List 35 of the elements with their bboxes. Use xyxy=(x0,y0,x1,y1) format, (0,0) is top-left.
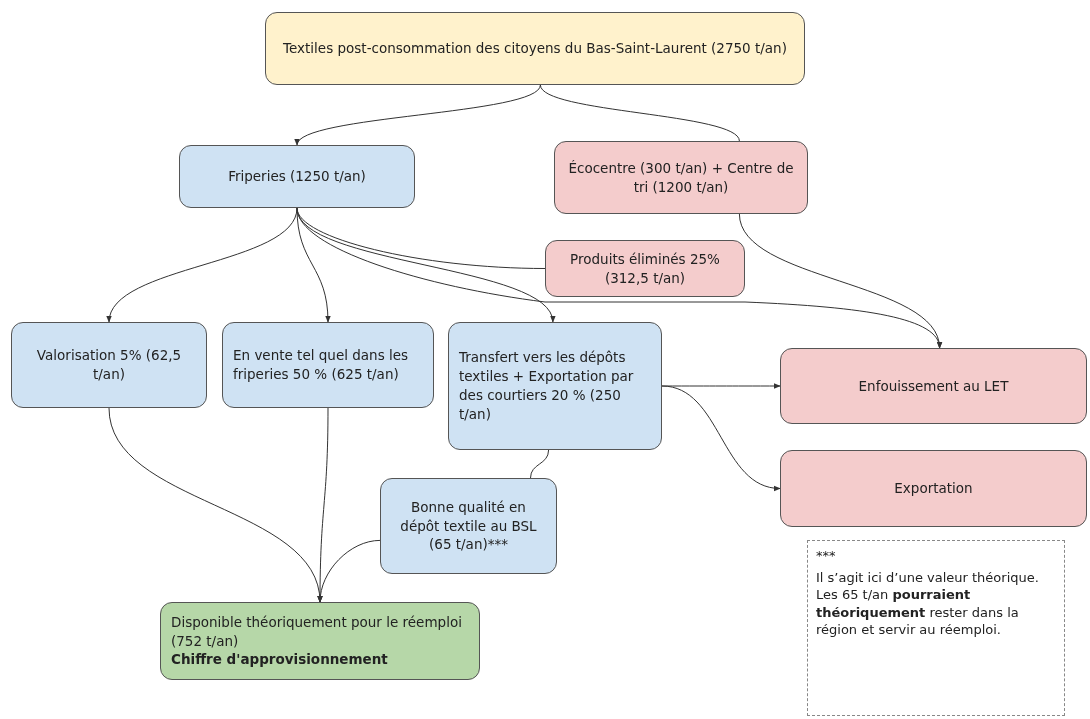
note-box xyxy=(807,540,1065,716)
node-label: Transfert vers les dépôts textiles + Exportation par des courtiers 20 % (250 t/an) xyxy=(459,348,635,424)
process-box xyxy=(222,322,434,408)
arrow xyxy=(661,385,781,491)
node-label: Exportation xyxy=(893,479,974,498)
node-label: Bonne qualité en dépôt textile au BSL (65 t/an)*** xyxy=(399,497,538,555)
connector-line xyxy=(296,207,546,269)
node-label: Écocentre (300 t/an) + Centre de tri (1200 t/an) xyxy=(567,158,795,197)
node-subtitle: Chiffre d'approvisionnement xyxy=(171,650,389,670)
process-box xyxy=(380,478,557,574)
note-text: Il s’agit ici d’une valeur théorique. Les 65 t/an pourraient théoriquement rester dans la région et servir au réemploi. xyxy=(816,568,1040,639)
node-label: En vente tel quel dans les friperies 50 % (625 t/an) xyxy=(233,346,410,384)
footnote-mark: *** xyxy=(816,547,837,565)
connector-line xyxy=(530,449,550,479)
node-label: Disponible théoriquement pour le réemploi (752 t/an) xyxy=(171,612,463,651)
arrow xyxy=(108,207,298,323)
arrow xyxy=(296,84,541,146)
node-label: Valorisation 5% (62,5 t/an) xyxy=(35,346,183,384)
node-label: Textiles post-consommation des citoyens du Bas-Saint-Laurent (2750 t/an) xyxy=(282,39,788,58)
disposal-box xyxy=(545,240,745,297)
disposal-box xyxy=(780,348,1087,424)
arrow xyxy=(317,407,329,603)
process-box xyxy=(448,322,662,450)
source-box xyxy=(265,12,805,85)
disposal-box xyxy=(554,141,808,214)
process-box xyxy=(11,322,207,408)
disposal-box xyxy=(780,450,1087,527)
arrow xyxy=(317,539,381,603)
connector-line xyxy=(539,84,740,142)
node-label: Friperies (1250 t/an) xyxy=(227,167,367,186)
node-label: Produits éliminés 25% (312,5 t/an) xyxy=(569,249,721,288)
result-box xyxy=(160,602,480,680)
arrow xyxy=(738,213,941,349)
node-label: Enfouissement au LET xyxy=(857,376,1010,396)
process-box xyxy=(179,145,415,208)
